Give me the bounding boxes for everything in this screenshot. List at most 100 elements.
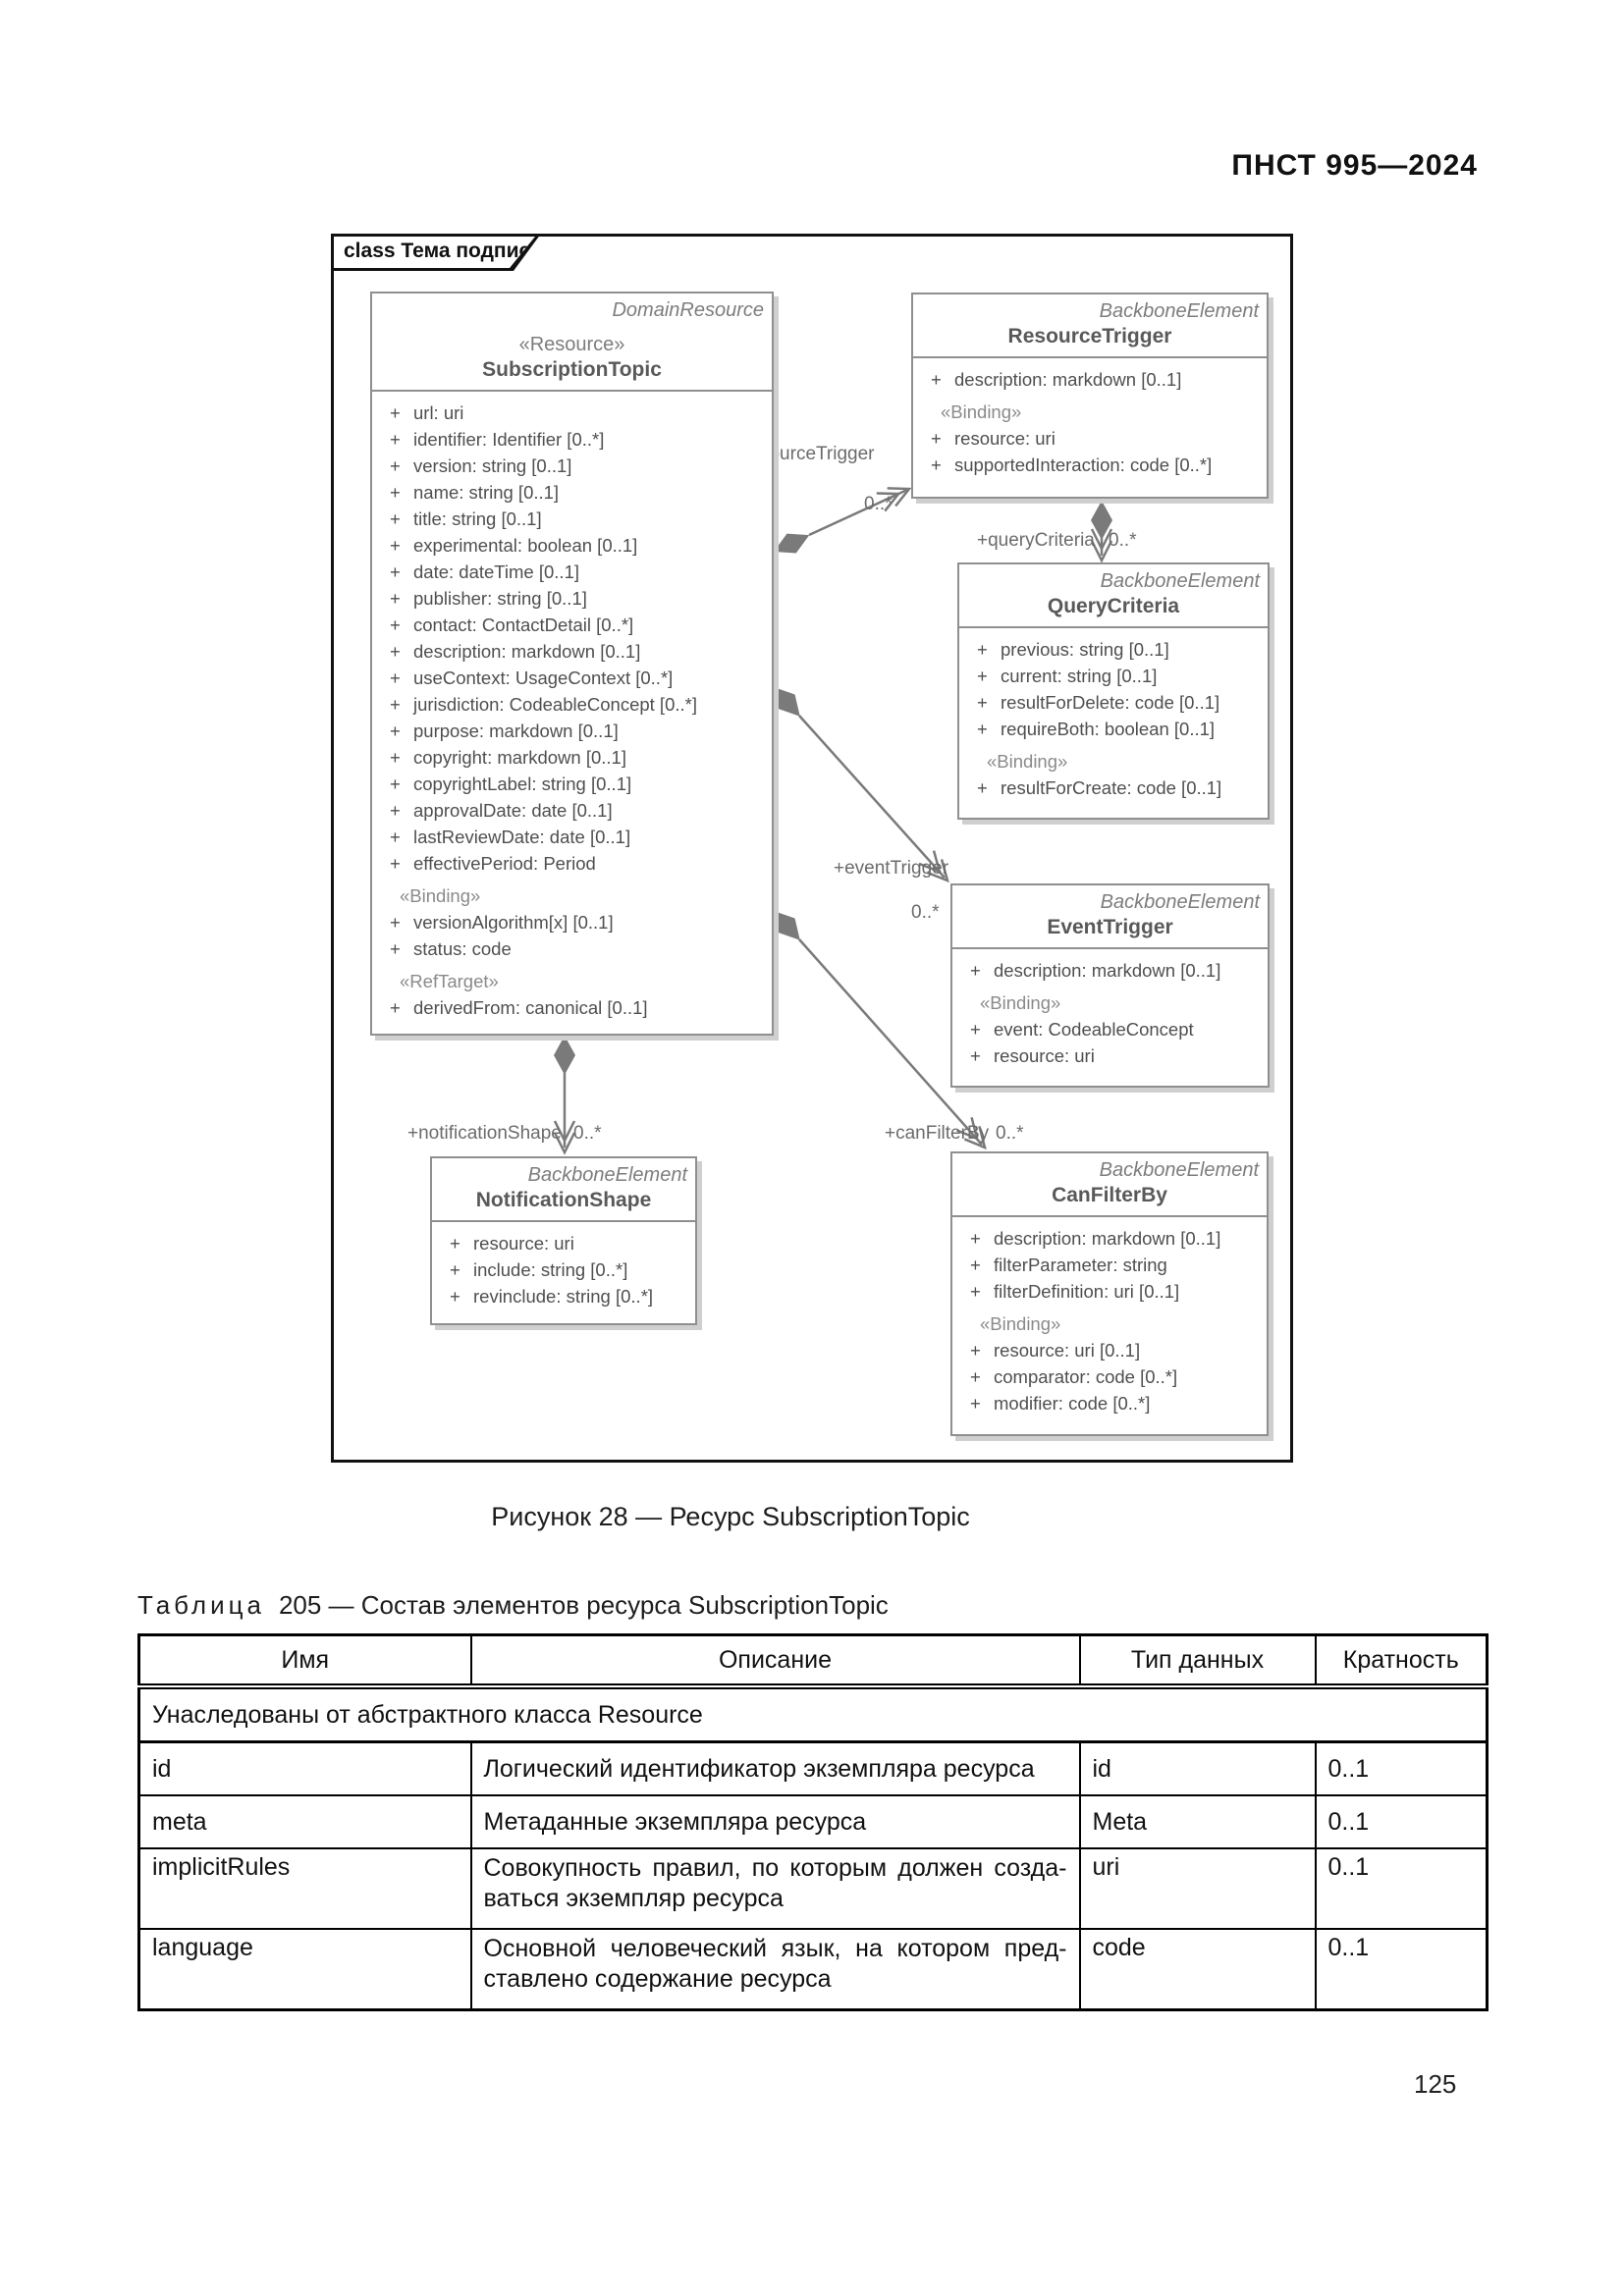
class-name: EventTrigger — [1047, 916, 1173, 938]
attribute-line: +jurisdiction: CodeableConcept [0..*] — [378, 691, 766, 718]
visibility-plus: + — [390, 800, 401, 821]
binding-stereotype-label: «Binding» — [400, 885, 481, 906]
uml-class-query-criteria: BackboneElement QueryCriteria +previous:… — [957, 562, 1270, 820]
attribute-line: +derivedFrom: canonical [0..1] — [378, 994, 766, 1021]
composition-diamond — [774, 911, 800, 940]
table-row: meta Метаданные экземпляра ресурса Meta … — [137, 1794, 1489, 1849]
uml-class-can-filter-by: BackboneElement CanFilterBy +description… — [950, 1151, 1269, 1436]
table-row: implicitRules Совокупность правил, по ко… — [137, 1847, 1489, 1930]
attribute-line: + description: markdown [0..1] — [378, 638, 766, 665]
visibility-plus: + — [390, 694, 401, 715]
mult-label-can-filter-by: 0..* — [996, 1123, 1024, 1144]
attribute: derivedFrom: canonical [0..1] — [413, 997, 648, 1018]
cell-cardinality: 0..1 — [1314, 1928, 1489, 2011]
attribute: copyrightLabel: string [0..1] — [413, 774, 632, 794]
attribute-line: +copyright: markdown [0..1] — [378, 744, 766, 771]
attribute-line: + url: uri — [378, 400, 766, 426]
role-label-event-trigger: +eventTrigger — [834, 858, 949, 879]
group-row-label: Унаследованы от абстрактного класса Reso… — [137, 1685, 1489, 1743]
uml-frame-tab-inner: class Тема подписки — [334, 237, 535, 268]
attribute: date: dateTime [0..1] — [413, 561, 579, 582]
attribute: contact: ContactDetail [0..*] — [413, 614, 634, 635]
open-arrowhead — [918, 850, 949, 883]
attribute: name: string [0..1] — [413, 482, 560, 503]
attribute: identifier: Identifier [0..*] — [413, 429, 605, 450]
attribute: experimental: boolean [0..1] — [413, 535, 638, 556]
attributes-compartment: +description: markdown [0..1] «Binding» … — [952, 949, 1268, 1077]
cell-name: language — [137, 1928, 472, 2011]
attribute-line: + title: string [0..1] — [378, 506, 766, 532]
connector-notification-shape — [553, 1036, 576, 1155]
composition-diamond — [1091, 501, 1112, 540]
table-group-row: Унаследованы от абстрактного класса Reso… — [137, 1685, 1489, 1743]
attribute-line: +experimental: boolean [0..1] — [378, 532, 766, 559]
attribute-line: +version: string [0..1] — [378, 453, 766, 479]
table-title-label: Таблица — [137, 1590, 265, 1620]
table-row: id Логический идентификатор экземпляра р… — [137, 1740, 1489, 1796]
description-line: Логический идентификатор экземпляра ресу… — [483, 1754, 1035, 1783]
attribute: description: markdown [0..1] — [954, 369, 1182, 390]
visibility-plus: + — [390, 641, 401, 662]
attribute-line: +resource: uri — [438, 1230, 689, 1256]
role-label-can-filter-by: +canFilterBy — [885, 1123, 990, 1144]
attribute-line: + approvalDate: date [0..1] — [378, 797, 766, 824]
attribute-line: +supportedInteraction: code [0..*] — [919, 452, 1261, 478]
binding-stereotype-label: «Binding» — [980, 1313, 1061, 1334]
mult-label-notification-shape: 0..* — [573, 1123, 602, 1144]
attribute-line: +filterDefinition: uri [0..1] — [958, 1278, 1261, 1305]
column-header-cardinality: Кратность — [1314, 1633, 1489, 1689]
visibility-plus: + — [390, 429, 401, 450]
visibility-plus: + — [970, 1045, 981, 1066]
column-header-description: Описание — [469, 1633, 1081, 1689]
attribute: resource: uri — [473, 1233, 574, 1254]
attribute: requireBoth: boolean [0..1] — [1001, 719, 1216, 739]
attribute: description: markdown [0..1] — [413, 641, 641, 662]
attribute: description: markdown [0..1] — [994, 960, 1221, 981]
visibility-plus: + — [390, 747, 401, 768]
visibility-plus: + — [390, 508, 401, 529]
attribute: title: string [0..1] — [413, 508, 542, 529]
role-label-notification-shape: +notificationShape — [407, 1123, 562, 1144]
uml-class-resource-trigger: BackboneElement ResourceTrigger +descrip… — [911, 293, 1269, 499]
role-label-query-criteria: +queryCriteria — [977, 530, 1095, 551]
uml-class-notification-shape: BackboneElement NotificationShape +resou… — [430, 1156, 697, 1325]
attribute: url: uri — [413, 402, 464, 423]
attribute-line: +current: string [0..1] — [965, 663, 1262, 689]
cell-name: meta — [137, 1794, 472, 1849]
parent-class-label: BackboneElement — [1100, 570, 1260, 592]
attribute: effectivePeriod: Period — [413, 853, 596, 874]
visibility-plus: + — [390, 455, 401, 476]
figure-caption: Рисунок 28 — Ресурс SubscriptionTopic — [491, 1502, 970, 1531]
open-arrowhead — [876, 487, 912, 512]
visibility-plus: + — [390, 721, 401, 741]
description-line: Основной человеческий язык, на котором п… — [483, 1935, 1067, 1962]
visibility-plus: + — [450, 1259, 460, 1280]
attribute-line: +copyrightLabel: string [0..1] — [378, 771, 766, 797]
attribute-line: +description: markdown [0..1] — [958, 957, 1262, 984]
attribute: previous: string [0..1] — [1001, 639, 1169, 660]
cell-cardinality: 0..1 — [1314, 1794, 1489, 1849]
visibility-plus: + — [970, 1228, 981, 1249]
visibility-plus: + — [390, 402, 401, 423]
attribute-line: +requireBoth: boolean [0..1] — [965, 716, 1262, 742]
table-title-text: 205 — Состав элементов ресурса Subscript… — [278, 1590, 889, 1620]
mult-label-query-criteria: 0..* — [1109, 530, 1137, 551]
table-title: Таблица 205 — Состав элементов ресурса Su… — [137, 1590, 1492, 1621]
open-arrowhead — [955, 1116, 987, 1150]
attribute-line: +filterParameter: string — [958, 1252, 1261, 1278]
attributes-compartment: + url: uri + identifier: Identifier [0..*]… — [372, 392, 772, 1029]
reftarget-stereotype-label: «RefTarget» — [400, 971, 499, 991]
attribute-line: +resource: uri — [958, 1042, 1262, 1069]
visibility-plus: + — [970, 1393, 981, 1414]
uml-class-event-trigger: BackboneElement EventTrigger +descriptio… — [950, 883, 1270, 1088]
cell-description: Метаданные экземпляра ресурса — [469, 1794, 1081, 1849]
uml-diagram-frame — [331, 234, 1293, 1463]
class-name: QueryCriteria — [1047, 595, 1180, 617]
elements-table: Имя Описание Тип данных Кратность Унасле… — [137, 1633, 1489, 2011]
attribute: approvalDate: date [0..1] — [413, 800, 613, 821]
attribute-line: +resource: uri — [919, 425, 1261, 452]
attribute: filterParameter: string — [994, 1255, 1167, 1275]
visibility-plus: + — [970, 1281, 981, 1302]
attribute: resultForCreate: code [0..1] — [1001, 777, 1222, 798]
visibility-plus: + — [390, 561, 401, 582]
